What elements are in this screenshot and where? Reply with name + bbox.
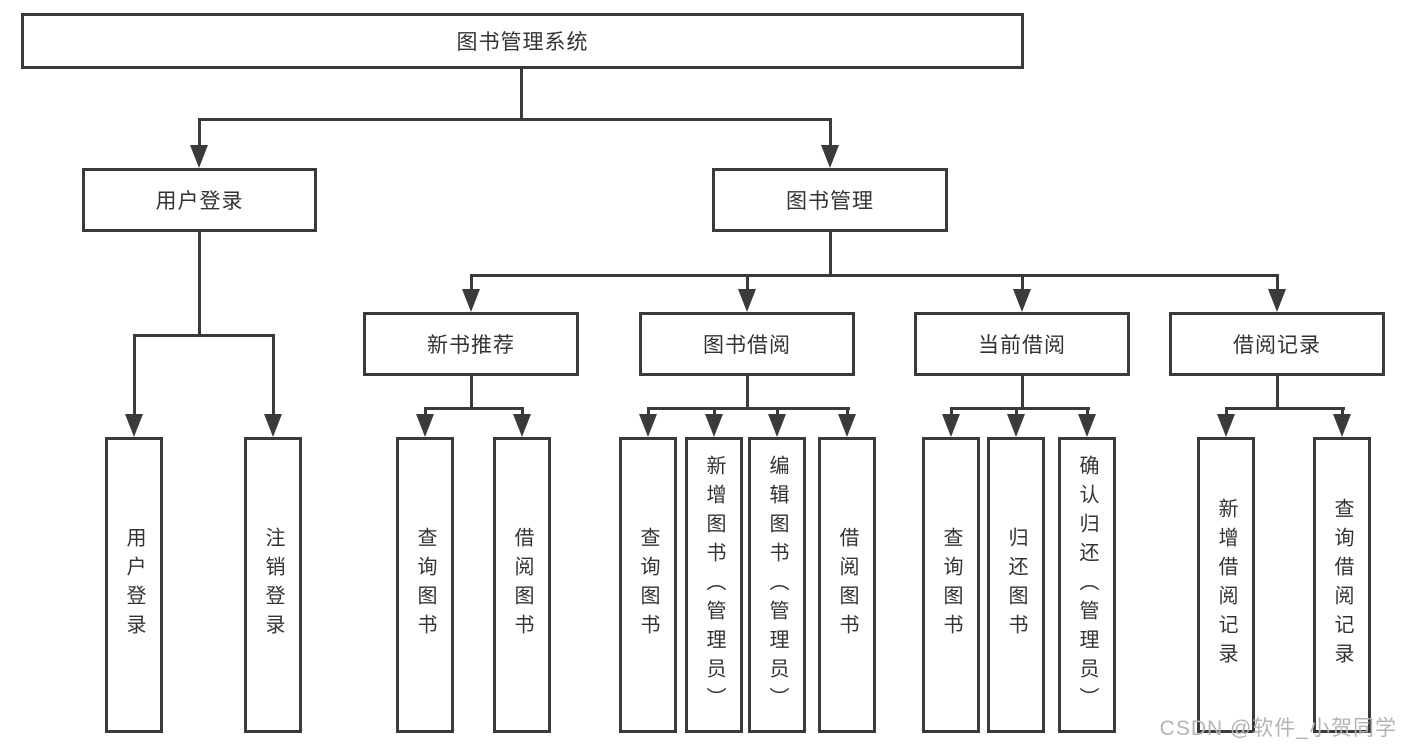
connector-line: [1276, 376, 1279, 410]
node-label: 查询图书: [637, 527, 659, 643]
arrow-down-icon: [738, 289, 756, 312]
arrow-down-icon: [1013, 289, 1031, 312]
connector-line: [746, 274, 749, 290]
connector-line: [776, 407, 779, 415]
node-borrowing-records: 借阅记录: [1169, 312, 1385, 376]
leaf-query-books-recommend: 查询图书: [396, 437, 454, 733]
node-label: 图书借阅: [703, 334, 791, 357]
connector-line: [1015, 407, 1018, 415]
node-library-management-system: 图书管理系统: [21, 13, 1024, 69]
arrow-down-icon: [125, 414, 143, 437]
arrow-down-icon: [705, 414, 723, 437]
node-label: 借阅记录: [1233, 334, 1321, 357]
connector-line: [746, 376, 749, 410]
node-user-login: 用户登录: [82, 168, 317, 232]
leaf-add-books-admin: 新增图书（管理员）: [685, 437, 743, 733]
arrow-down-icon: [190, 145, 208, 168]
leaf-confirm-return-admin: 确认归还（管理员）: [1058, 437, 1116, 733]
leaf-return-books: 归还图书: [987, 437, 1045, 733]
node-label: 借阅图书: [511, 527, 533, 643]
connector-line: [846, 407, 849, 415]
node-label: 用户登录: [123, 527, 145, 643]
leaf-add-borrow-record: 新增借阅记录: [1197, 437, 1255, 733]
node-label: 确认归还（管理员）: [1076, 454, 1098, 716]
arrow-down-icon: [639, 414, 657, 437]
connector-line: [470, 274, 473, 290]
connector-line: [198, 118, 201, 146]
arrow-down-icon: [838, 414, 856, 437]
connector-line: [520, 69, 523, 118]
connector-line: [198, 118, 832, 121]
connector-line: [950, 407, 1090, 410]
connector-line: [829, 232, 832, 277]
connector-line: [424, 407, 524, 410]
connector-line: [470, 376, 473, 410]
connector-line: [647, 407, 850, 410]
connector-line: [829, 118, 832, 146]
connector-line: [1021, 376, 1024, 410]
node-label: 用户登录: [155, 190, 244, 213]
node-label: 借阅图书: [836, 527, 858, 643]
arrow-down-icon: [264, 414, 282, 437]
connector-line: [272, 334, 275, 415]
node-new-book-recommendation: 新书推荐: [363, 312, 579, 376]
arrow-down-icon: [1078, 414, 1096, 437]
node-current-borrowing: 当前借阅: [914, 312, 1130, 376]
node-label: 新增图书（管理员）: [703, 454, 725, 716]
connector-line: [470, 274, 1279, 277]
leaf-user-login: 用户登录: [105, 437, 163, 733]
connector-line: [1276, 274, 1279, 290]
connector-line: [1021, 274, 1024, 290]
leaf-borrow-books-recommend: 借阅图书: [493, 437, 551, 733]
connector-line: [133, 334, 136, 415]
node-label: 当前借阅: [978, 334, 1066, 357]
node-label: 新增借阅记录: [1215, 498, 1237, 672]
arrow-down-icon: [416, 414, 434, 437]
connector-line: [1225, 407, 1228, 415]
leaf-borrow-books: 借阅图书: [818, 437, 876, 733]
connector-line: [133, 334, 275, 337]
leaf-logout: 注销登录: [244, 437, 302, 733]
connector-line: [198, 232, 201, 334]
arrow-down-icon: [462, 289, 480, 312]
connector-line: [713, 407, 716, 415]
node-book-management: 图书管理: [712, 168, 948, 232]
arrow-down-icon: [1007, 414, 1025, 437]
connector-line: [950, 407, 953, 415]
node-label: 查询图书: [414, 527, 436, 643]
arrow-down-icon: [1217, 414, 1235, 437]
arrow-down-icon: [1268, 289, 1286, 312]
connector-line: [1086, 407, 1089, 415]
leaf-query-books-current: 查询图书: [922, 437, 980, 733]
node-book-borrowing: 图书借阅: [639, 312, 855, 376]
node-label: 图书管理系统: [456, 31, 589, 54]
leaf-edit-books-admin: 编辑图书（管理员）: [748, 437, 806, 733]
leaf-query-books-borrowing: 查询图书: [619, 437, 677, 733]
watermark-text: CSDN @软件_小贺同学: [1159, 717, 1397, 740]
arrow-down-icon: [942, 414, 960, 437]
node-label: 归还图书: [1005, 527, 1027, 643]
node-label: 查询借阅记录: [1331, 498, 1353, 672]
node-label: 新书推荐: [427, 334, 515, 357]
arrow-down-icon: [513, 414, 531, 437]
node-label: 注销登录: [262, 527, 284, 643]
arrow-down-icon: [768, 414, 786, 437]
connector-line: [647, 407, 650, 415]
arrow-down-icon: [821, 145, 839, 168]
connector-line: [424, 407, 427, 415]
arrow-down-icon: [1333, 414, 1351, 437]
connector-line: [1225, 407, 1345, 410]
node-label: 查询图书: [940, 527, 962, 643]
node-label: 图书管理: [786, 190, 874, 213]
node-label: 编辑图书（管理员）: [766, 454, 788, 716]
leaf-query-borrow-record: 查询借阅记录: [1313, 437, 1371, 733]
connector-line: [1341, 407, 1344, 415]
connector-line: [521, 407, 524, 415]
